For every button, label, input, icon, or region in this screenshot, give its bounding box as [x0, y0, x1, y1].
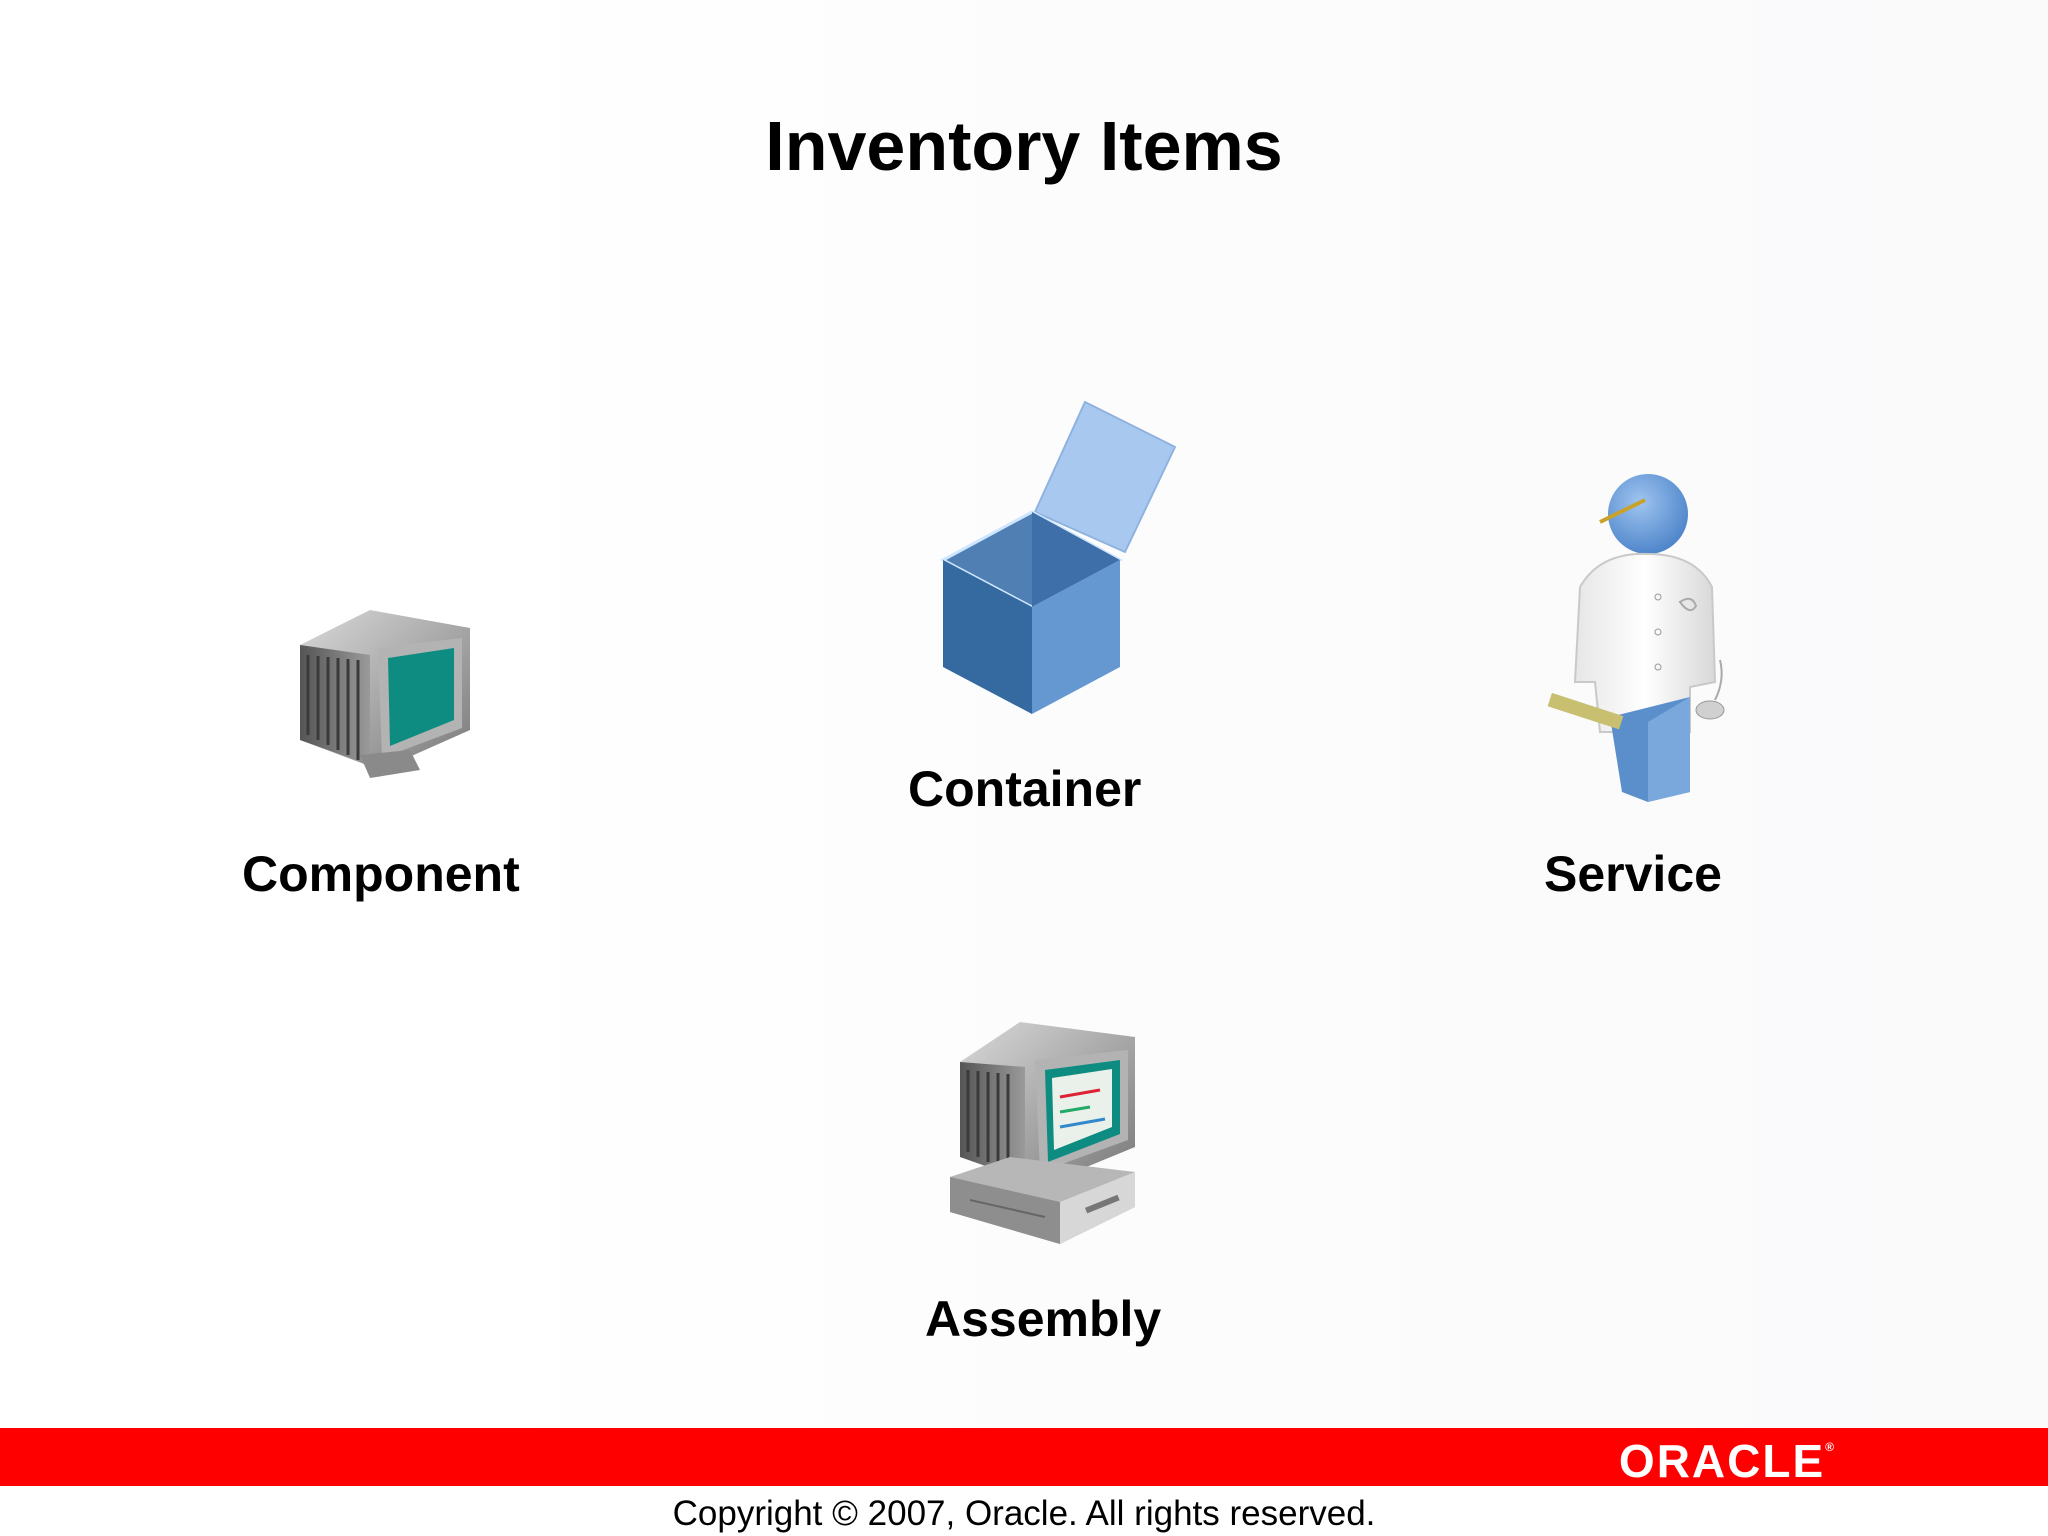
assembly-label: Assembly	[925, 1291, 1162, 1347]
component-label: Component	[242, 846, 520, 902]
technician-icon	[1547, 474, 1725, 802]
crt-monitor-icon	[300, 610, 470, 778]
slide-title: Inventory Items	[765, 107, 1283, 185]
footer-bar	[0, 1428, 2048, 1486]
open-box-icon	[939, 400, 1177, 714]
oracle-logo: ORACLE®	[1618, 1435, 1836, 1487]
container-label: Container	[908, 761, 1142, 817]
desktop-computer-icon	[950, 1022, 1135, 1244]
slide-background	[480, 0, 2048, 1428]
copyright-notice: Copyright © 2007, Oracle. All rights res…	[672, 1494, 1376, 1533]
service-label: Service	[1544, 846, 1722, 902]
